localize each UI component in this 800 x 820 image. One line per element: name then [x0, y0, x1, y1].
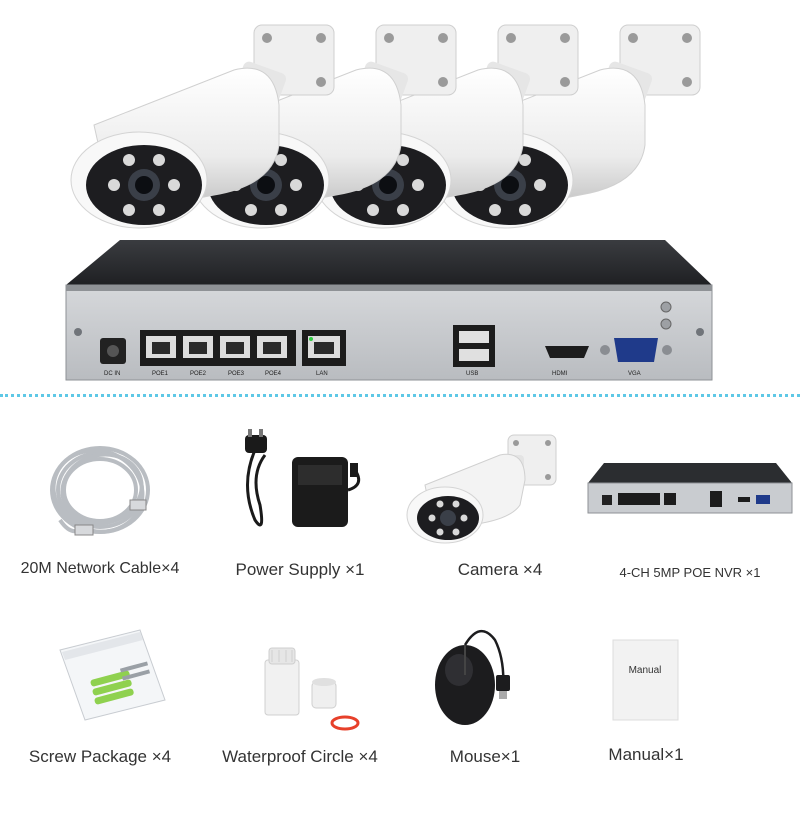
lan-label: LAN — [316, 371, 328, 377]
power-supply-caption: Power Supply ×1 — [235, 560, 365, 579]
power-supply-image — [245, 429, 361, 527]
hdmi-label: HDMI — [552, 371, 568, 377]
accessory-manual: Manual Manual×1 — [546, 620, 746, 820]
poe1-label: POE1 — [152, 371, 169, 377]
accessory-nvr: 4-CH 5MP POE NVR ×1 — [580, 425, 800, 625]
accessory-waterproof-circle: Waterproof Circle ×4 — [200, 620, 400, 820]
waterproof-circle-image — [264, 647, 360, 731]
poe2-label: POE2 — [190, 371, 207, 377]
network-cable-caption: 20M Network Cable×4 — [20, 560, 180, 577]
hero-svg: DC IN POE1 POE2 POE3 POE4 LAN — [65, 24, 713, 381]
accessory-power-supply: Power Supply ×1 — [200, 425, 400, 625]
poe3-label: POE3 — [228, 371, 245, 377]
hero-nvr: DC IN POE1 POE2 POE3 POE4 LAN — [65, 240, 713, 381]
accessory-camera: Camera ×4 — [400, 425, 600, 625]
mouse-image — [435, 630, 510, 725]
screw-package-image — [59, 629, 166, 721]
section-divider — [0, 394, 800, 397]
camera-image — [406, 434, 557, 544]
waterproof-circle-caption: Waterproof Circle ×4 — [222, 747, 378, 766]
nvr-image — [587, 463, 793, 514]
usb-label: USB — [466, 371, 478, 377]
vga-label: VGA — [628, 371, 641, 377]
poe4-label: POE4 — [265, 371, 282, 377]
manual-cover-text: Manual — [629, 665, 662, 676]
camera-caption: Camera ×4 — [457, 560, 543, 579]
nvr-caption: 4-CH 5MP POE NVR ×1 — [619, 565, 761, 580]
dc-in-label: DC IN — [104, 371, 120, 377]
screw-package-caption: Screw Package ×4 — [28, 747, 172, 766]
accessory-screw-package: Screw Package ×4 — [0, 620, 200, 820]
accessory-network-cable: 20M Network Cable×4 — [0, 425, 200, 625]
hero-product-image: DC IN POE1 POE2 POE3 POE4 LAN — [0, 0, 800, 385]
manual-image: Manual — [612, 639, 679, 721]
accessory-mouse: Mouse×1 — [385, 620, 585, 820]
network-cable-image — [50, 446, 150, 536]
manual-caption: Manual×1 — [608, 745, 684, 764]
mouse-caption: Mouse×1 — [449, 747, 521, 766]
